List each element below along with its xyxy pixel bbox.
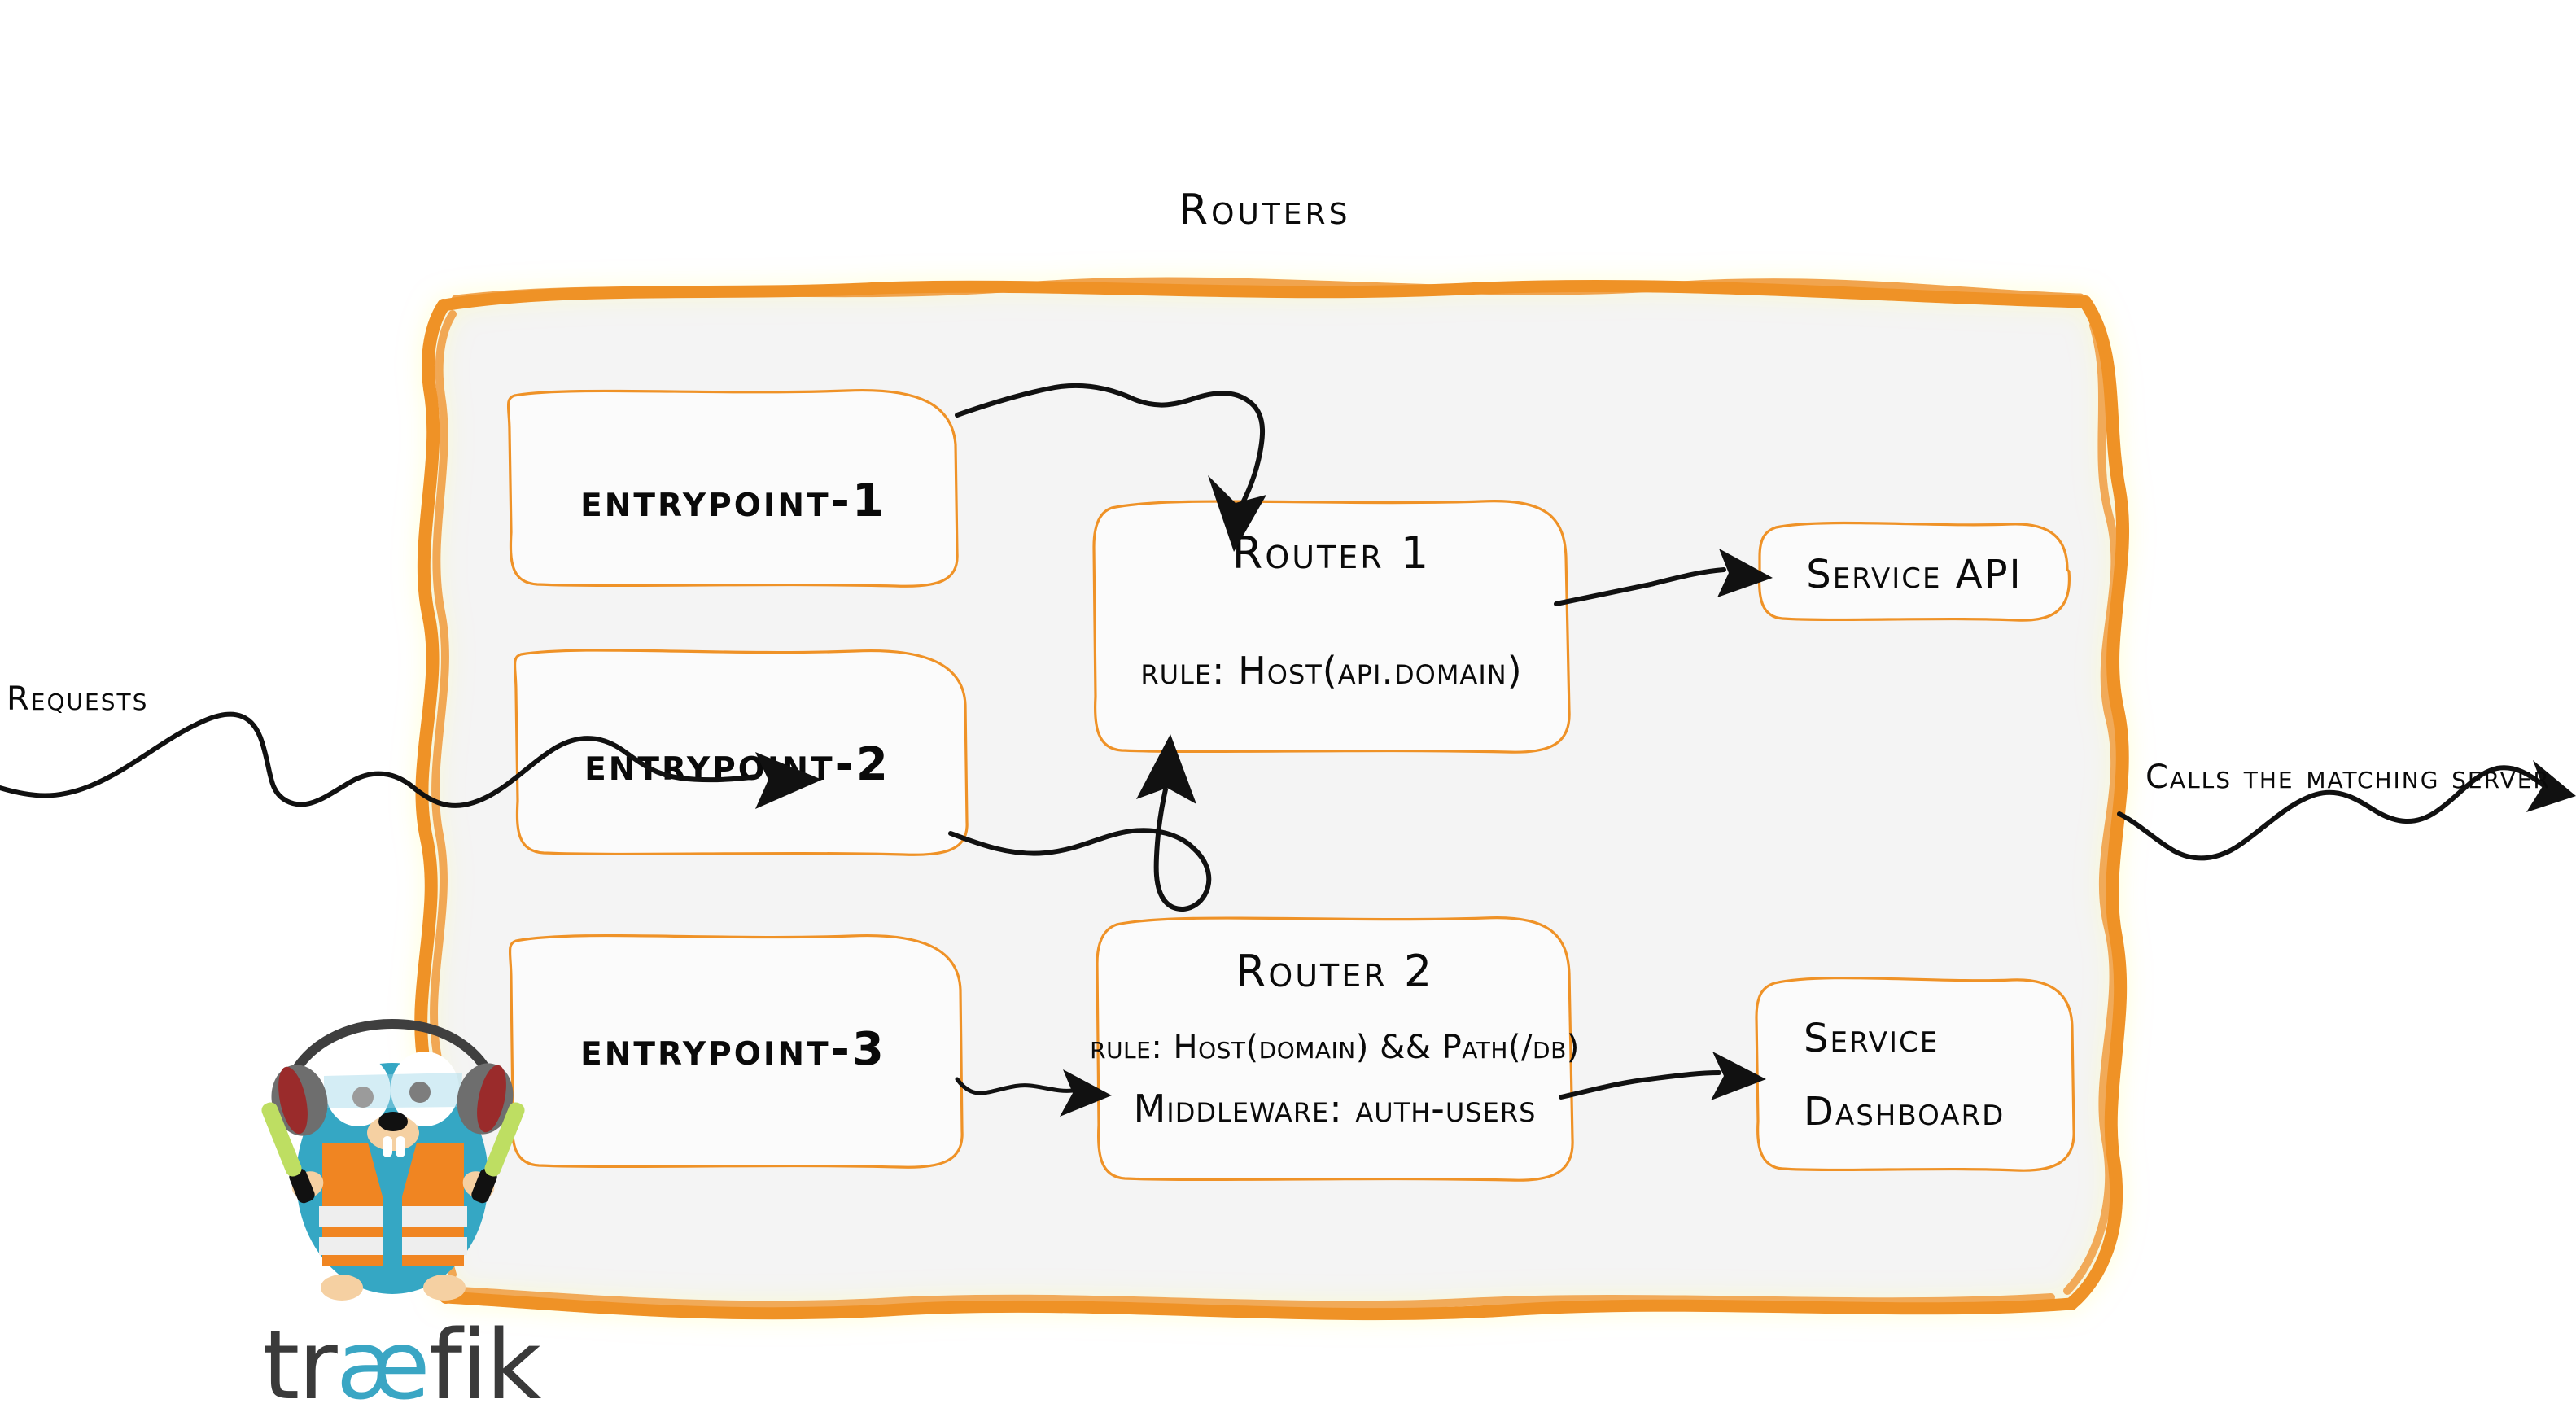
entrypoint-label-1: entrypoint-1 xyxy=(580,474,886,527)
arrow-entrypoint2-router1 xyxy=(948,734,1212,912)
traefik-wordmark: træfik xyxy=(262,1309,543,1408)
entrypoint-box-1[interactable]: entrypoint-1 xyxy=(506,388,959,588)
service-label-api: Service API xyxy=(1806,552,2022,597)
service-label-dashboard-line1: Service xyxy=(1804,1016,1939,1061)
service-box-api[interactable]: Service API xyxy=(1757,521,2071,622)
label-requests: Requests xyxy=(7,680,148,718)
arrow-requests xyxy=(0,711,822,809)
entrypoint-label-2: entrypoint-2 xyxy=(584,738,890,791)
arrow-router2-servicedashboard xyxy=(1559,1052,1766,1100)
router-rule-2: rule: Host(domain) && Path(/db) xyxy=(1090,1029,1580,1066)
router-middleware-2: Middleware: auth-users xyxy=(1134,1087,1537,1130)
arrow-calls-matching-server xyxy=(2117,760,2576,861)
page-title: Routers xyxy=(1179,186,1350,234)
router-rule-1: rule: Host(api.domain) xyxy=(1140,649,1522,693)
entrypoint-box-3[interactable]: entrypoint-3 xyxy=(508,934,964,1169)
entrypoint-box-2[interactable]: entrypoint-2 xyxy=(513,649,969,856)
gopher-mascot xyxy=(261,1018,525,1301)
router-name-2: Router 2 xyxy=(1236,946,1434,997)
routers-panel-border xyxy=(414,277,2130,1321)
label-calls-matching-server: Calls the matching server xyxy=(2145,759,2551,796)
svg-text:træfik: træfik xyxy=(262,1309,541,1408)
logo-suffix: fik xyxy=(429,1309,541,1408)
service-box-dashboard[interactable]: Service Dashboard xyxy=(1755,977,2075,1172)
logo-ligature: æ xyxy=(336,1309,429,1408)
arrow-entrypoint1-router1 xyxy=(955,383,1266,552)
router-name-1: Router 1 xyxy=(1232,527,1431,579)
router-box-1[interactable]: Router 1 rule: Host(api.domain) xyxy=(1092,499,1571,754)
router-box-2[interactable]: Router 2 rule: Host(domain) && Path(/db)… xyxy=(1090,916,1580,1182)
logo-prefix: tr xyxy=(262,1309,338,1408)
arrow-entrypoint3-router2 xyxy=(955,1069,1112,1117)
arrow-router1-serviceapi xyxy=(1554,549,1773,606)
service-label-dashboard-line2: Dashboard xyxy=(1804,1089,2005,1135)
entrypoint-label-3: entrypoint-3 xyxy=(580,1023,886,1076)
